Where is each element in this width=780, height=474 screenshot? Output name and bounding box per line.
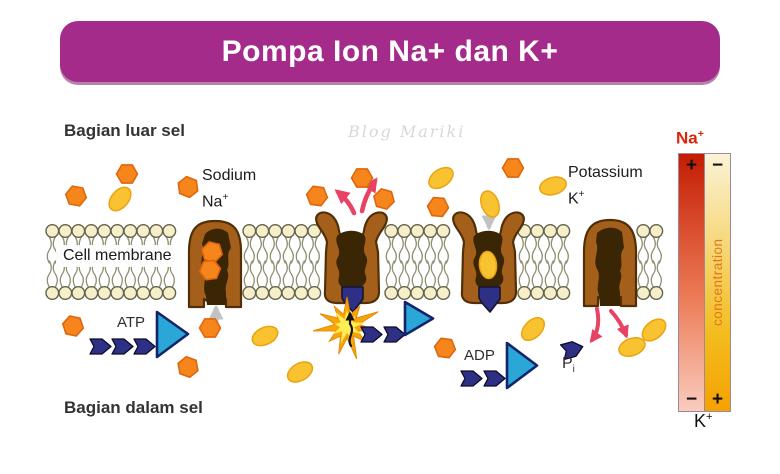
adp-label: ADP (464, 347, 495, 364)
page-title: Pompa Ion Na+ dan K+ (221, 34, 559, 68)
energy-starburst (312, 296, 379, 360)
atp-label: ATP (117, 314, 146, 331)
outside-cell-label: Bagian luar sel (64, 121, 185, 140)
potassium-ion (618, 337, 646, 357)
potassium-ion (520, 316, 546, 342)
watermark: Blog Mariki (348, 122, 466, 141)
na-release-arrow-left (334, 189, 357, 216)
phosphate-chevron (360, 326, 383, 343)
sodium-label: Sodium Na+ (202, 167, 257, 211)
ion-layer (61, 158, 667, 383)
potassium-ion (251, 325, 279, 347)
potassium-ion (480, 190, 500, 218)
sodium-ion (177, 355, 199, 379)
potassium-ion (108, 186, 132, 212)
sodium-ion (433, 337, 457, 359)
sodium-ion (350, 168, 374, 188)
phosphate-chevron (133, 338, 156, 355)
sodium-ion (177, 175, 199, 199)
adp-triangle (505, 341, 539, 390)
k-gradient-bar: − + concentration (704, 153, 731, 412)
atp-triangle-2 (403, 300, 435, 337)
potassium-label: Potassium K+ (568, 164, 643, 208)
na-release-arrow-right (359, 177, 378, 214)
sodium-ion (305, 185, 329, 207)
cell-membrane-label: Cell membrane (56, 245, 179, 267)
inside-cell-label: Bagian dalam sel (64, 398, 203, 417)
bar-na-label: Na+ (676, 128, 704, 148)
k-release-arrow-right (609, 309, 629, 339)
atp-triangle (155, 310, 190, 359)
title-banner: Pompa Ion Na+ dan K+ (60, 21, 720, 82)
sodium-ion (501, 158, 525, 178)
sodium-ion (426, 196, 450, 218)
potassium-ion (286, 361, 314, 383)
k-release-arrow-left (589, 307, 603, 344)
bar-k-label: K+ (694, 411, 713, 431)
sodium-ion (61, 315, 85, 337)
phosphate-chevron (460, 370, 483, 387)
phosphate-chevron (483, 370, 506, 387)
phosphate-chevron (111, 338, 134, 355)
potassium-ion (428, 166, 454, 190)
phosphate-chevron (383, 326, 406, 343)
phosphate-chevrons (89, 326, 584, 387)
na-gradient-bar: + − (678, 153, 705, 412)
pump-protein-4 (582, 218, 638, 308)
sodium-ion (198, 259, 222, 281)
pump-protein-2 (315, 211, 388, 313)
sodium-ion (373, 188, 395, 210)
phosphate-chevron (89, 338, 112, 355)
potassium-ion (641, 318, 667, 342)
energy-arrow (345, 311, 355, 348)
phosphate-chevron (559, 341, 584, 360)
sodium-ion (64, 185, 88, 207)
potassium-ion (539, 176, 567, 196)
sodium-ion (198, 318, 222, 338)
sodium-ion (115, 164, 139, 184)
pi-label: Pi (562, 355, 575, 376)
concentration-axis-label: concentration (710, 238, 725, 327)
potassium-ion (478, 250, 498, 280)
